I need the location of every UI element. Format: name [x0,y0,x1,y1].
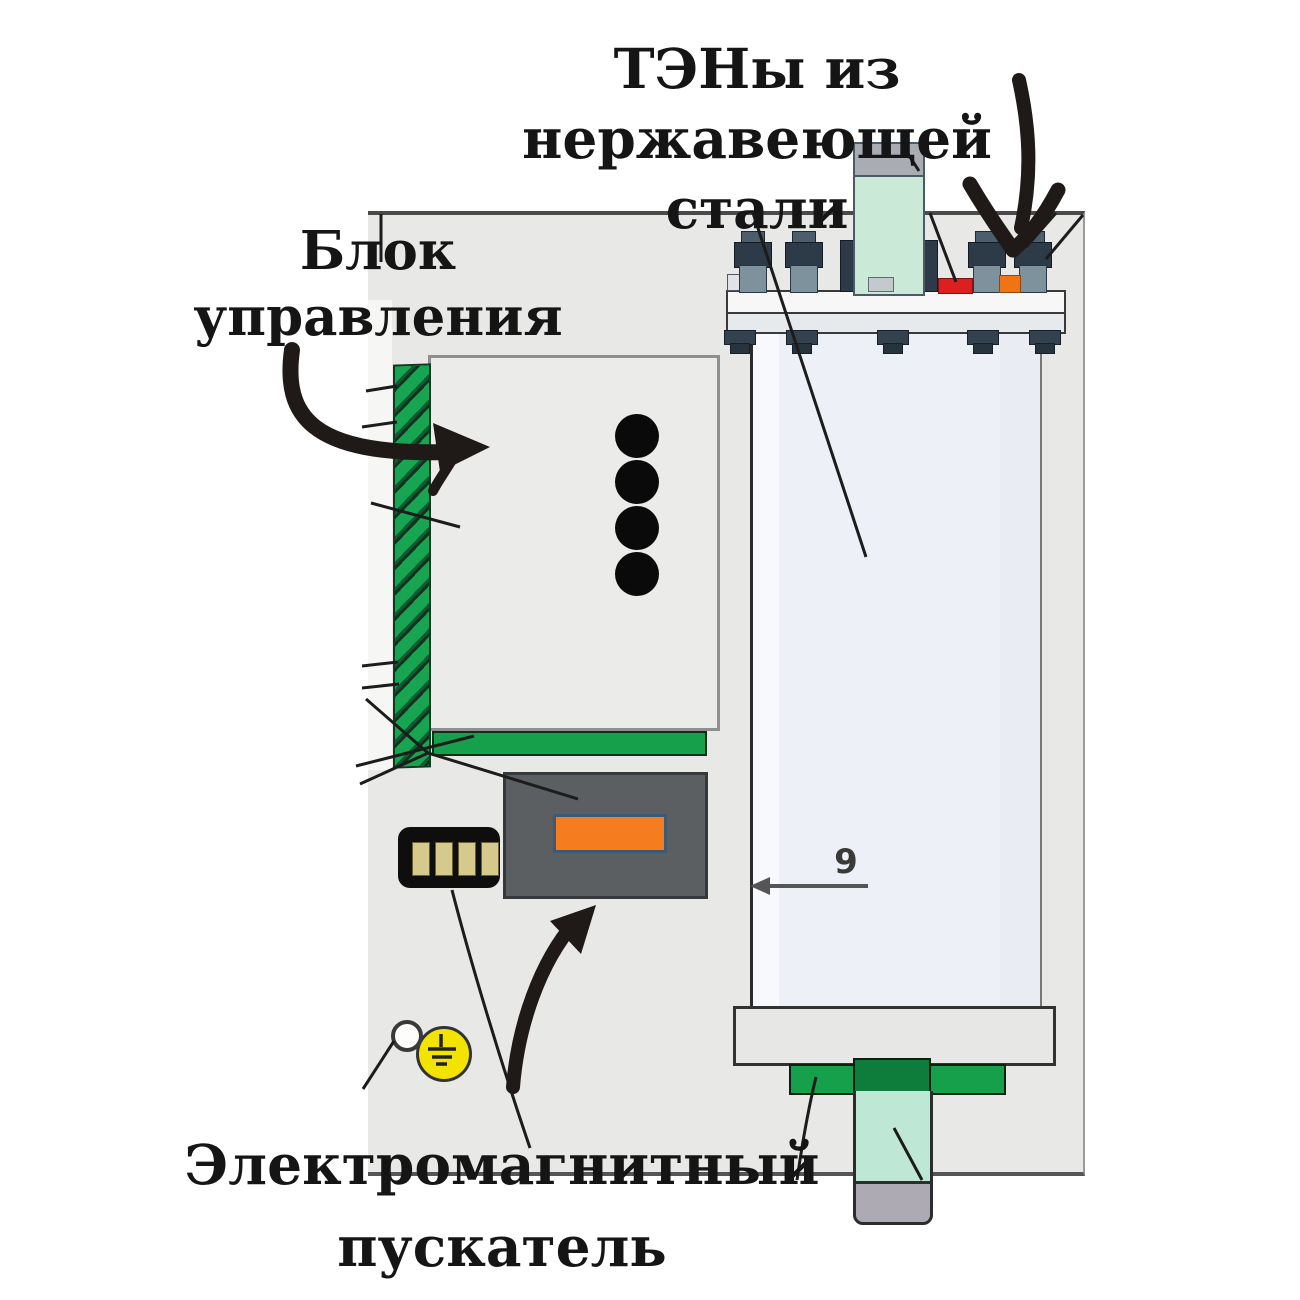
indicator-dot [615,506,659,550]
label-starter-line2: пускатель [337,1214,667,1279]
flange-bolt [967,330,999,354]
label-heating-elements-line1: ТЭНы из нержавеющей [522,36,992,171]
contactor-window [553,814,667,853]
flange-bolt [786,330,818,354]
red-terminal-block [938,278,973,294]
dimension-label: 9 [834,842,858,882]
tank-base [733,1006,1056,1066]
ground-screw-icon [416,1026,472,1082]
indicator-dot [615,460,659,504]
connector-pin [481,842,499,876]
label-heating-elements: ТЭНы из нержавеющей стали [407,34,1107,244]
outlet-pipe-bottom [853,1091,933,1181]
outlet-pipe-cap [853,1181,933,1225]
probe-ring-icon [391,1020,423,1052]
indicator-dot [615,414,659,458]
indicator-dot [615,552,659,596]
terminal-strip [432,731,707,756]
label-control-unit-line1: Блок [299,220,457,282]
flange-bolt [724,330,756,354]
tank-body [750,330,1042,1008]
label-control-unit-line2: управления [193,286,563,348]
panel-light-strip [368,300,392,770]
connector-pin [412,842,430,876]
label-control-unit: Блок управления [183,218,573,350]
connector-pin [458,842,476,876]
label-starter-line1: Электромагнитный [184,1132,820,1197]
control-unit-box [428,355,720,731]
inlet-pipe-base-tab [868,277,894,292]
bottom-terminal-strip-center [853,1058,931,1095]
flange-bolt [877,330,909,354]
orange-terminal-block [999,275,1021,293]
heatsink-strip [393,363,431,769]
flange-bolt [1029,330,1061,354]
connector-pin [435,842,453,876]
label-starter: Электромагнитный пускатель [177,1124,827,1288]
